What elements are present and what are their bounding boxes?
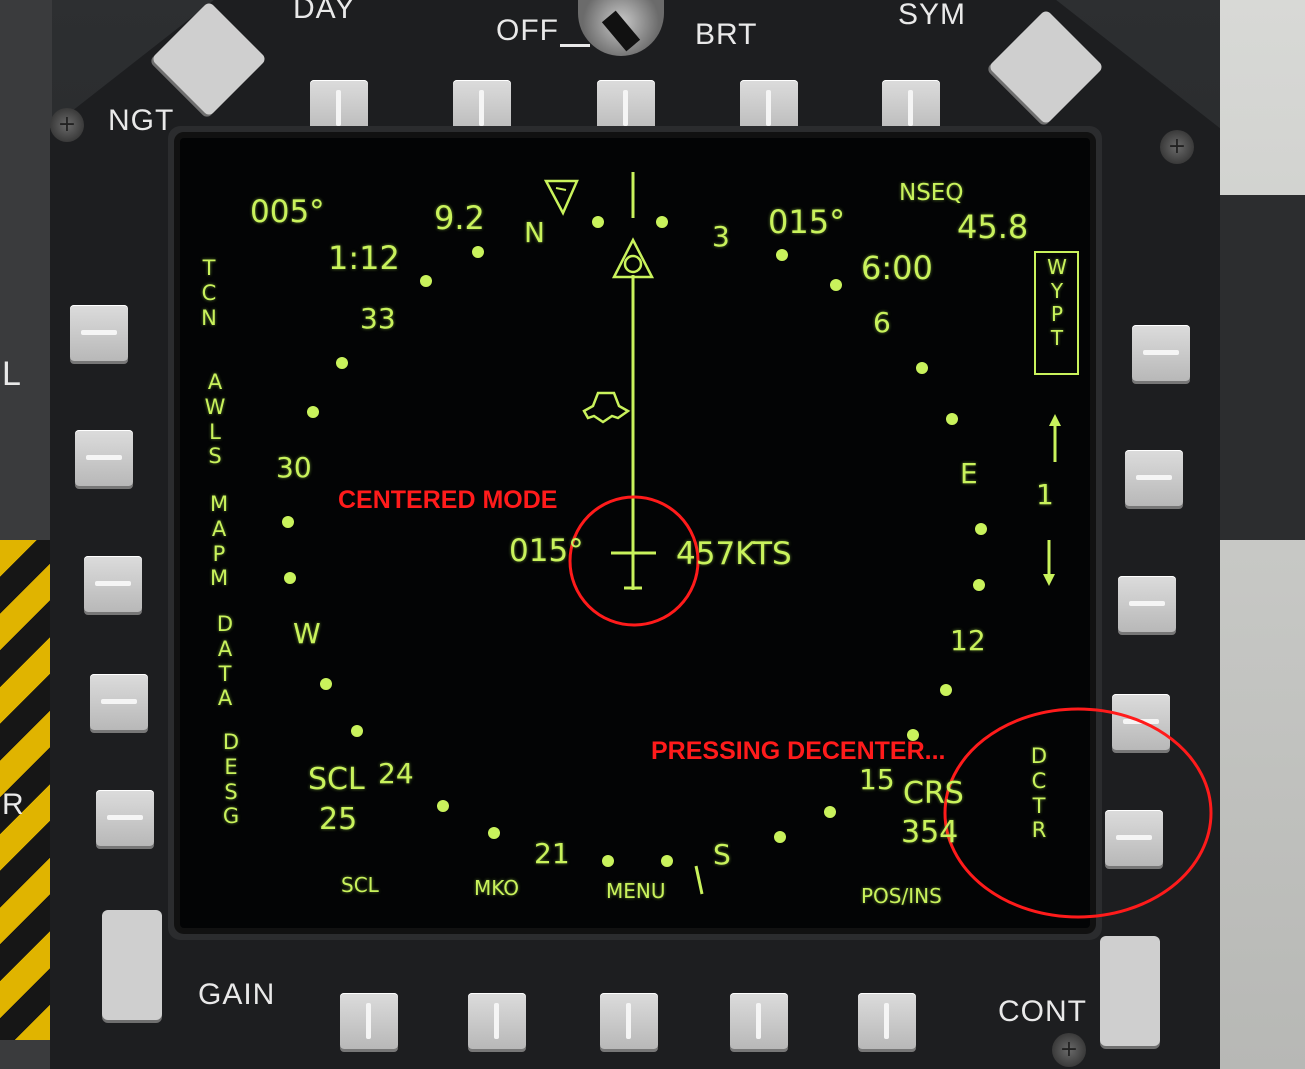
nseq-label[interactable]: NSEQ xyxy=(899,180,964,206)
bottom-menu-mko[interactable]: MKO xyxy=(474,876,520,900)
osb-bottom-1[interactable] xyxy=(340,993,398,1049)
day-label: DAY xyxy=(293,0,356,25)
compass-n: N xyxy=(524,216,545,249)
distance-readout: 9.2 xyxy=(434,199,485,237)
hazard-stripes xyxy=(0,540,55,1040)
osb-left-1[interactable] xyxy=(70,305,128,361)
compass-rose-dots xyxy=(282,216,987,867)
centered-mode-annotation: CENTERED MODE xyxy=(338,486,558,514)
compass-24: 24 xyxy=(378,757,414,790)
course-readout-top: 015° xyxy=(768,203,846,241)
crs-value: 354 xyxy=(901,815,959,850)
time-to-go-readout: 1:12 xyxy=(328,239,400,277)
compass-30: 30 xyxy=(276,451,312,484)
compass-s: S xyxy=(713,838,731,871)
mfd-screen xyxy=(180,138,1090,928)
osb-top-3[interactable] xyxy=(597,80,655,136)
osb-bottom-4[interactable] xyxy=(730,993,788,1049)
compass-33: 33 xyxy=(360,302,396,335)
compass-15: 15 xyxy=(859,763,895,796)
cont-label: CONT xyxy=(998,995,1087,1028)
waypoint-icon xyxy=(611,237,655,279)
decenter-circle xyxy=(943,707,1213,919)
osb-top-5[interactable] xyxy=(882,80,940,136)
bottom-menu-scl[interactable]: SCL xyxy=(341,873,379,897)
contrast-rocker[interactable] xyxy=(1100,936,1160,1046)
waypoint-distance: 45.8 xyxy=(957,208,1029,246)
compass-3: 3 xyxy=(712,220,730,253)
bottom-menu-menu[interactable]: MENU xyxy=(606,879,666,903)
waypoint-number: 1 xyxy=(1036,478,1054,511)
compass-6: 6 xyxy=(873,306,891,339)
osb-right-3[interactable] xyxy=(1118,576,1176,632)
north-arrow-icon xyxy=(543,179,579,216)
osb-bottom-5[interactable] xyxy=(858,993,916,1049)
osb-left-5[interactable] xyxy=(96,790,154,846)
compass-w: W xyxy=(293,617,321,650)
annotation-circles xyxy=(568,495,1213,919)
compass-21: 21 xyxy=(534,837,570,870)
wypt-box xyxy=(1034,251,1079,375)
right-panel-block xyxy=(1215,195,1305,540)
waypoint-time: 6:00 xyxy=(861,249,933,287)
osb-top-4[interactable] xyxy=(740,80,798,136)
off-label: OFF xyxy=(496,14,559,47)
osb-bottom-3[interactable] xyxy=(600,993,658,1049)
osb-left-3[interactable] xyxy=(84,556,142,612)
osb-right-2[interactable] xyxy=(1125,450,1183,506)
osb-top-2[interactable] xyxy=(453,80,511,136)
screw-bottom-right: + xyxy=(1052,1033,1086,1067)
centered-mode-circle xyxy=(568,495,700,627)
left-panel-letter-l: L xyxy=(2,355,22,393)
center-heading-readout: 015° xyxy=(509,533,584,569)
crs-label: CRS xyxy=(903,776,964,811)
off-brt-divider xyxy=(560,44,590,47)
gain-rocker[interactable] xyxy=(102,910,162,1020)
left-panel-letter-r: R xyxy=(2,788,25,821)
sym-label: SYM xyxy=(898,0,967,31)
compass-12: 12 xyxy=(950,624,986,657)
osb-right-1[interactable] xyxy=(1132,325,1190,381)
osb-top-1[interactable] xyxy=(310,80,368,136)
brt-label: BRT xyxy=(695,18,758,51)
osb-left-4[interactable] xyxy=(90,674,148,730)
osb-left-2[interactable] xyxy=(75,430,133,486)
heading-set-readout: 005° xyxy=(250,194,325,230)
compass-e: E xyxy=(960,457,978,490)
ground-speed-readout: 457KTS xyxy=(676,536,792,572)
course-pointer-tail xyxy=(694,865,704,895)
pressing-decenter-annotation: PRESSING DECENTER... xyxy=(651,737,946,765)
bottom-menu-pos-ins[interactable]: POS/INS xyxy=(861,884,942,908)
osb-right-5-dctr[interactable] xyxy=(1105,810,1163,866)
gain-label: GAIN xyxy=(198,978,276,1011)
scale-label: SCL xyxy=(308,762,365,797)
ngt-label: NGT xyxy=(108,104,175,137)
osb-bottom-2[interactable] xyxy=(468,993,526,1049)
screw-top-left: + xyxy=(50,108,84,142)
tacan-icon xyxy=(582,391,631,424)
screw-top-right: + xyxy=(1160,130,1194,164)
scale-value: 25 xyxy=(319,802,358,837)
